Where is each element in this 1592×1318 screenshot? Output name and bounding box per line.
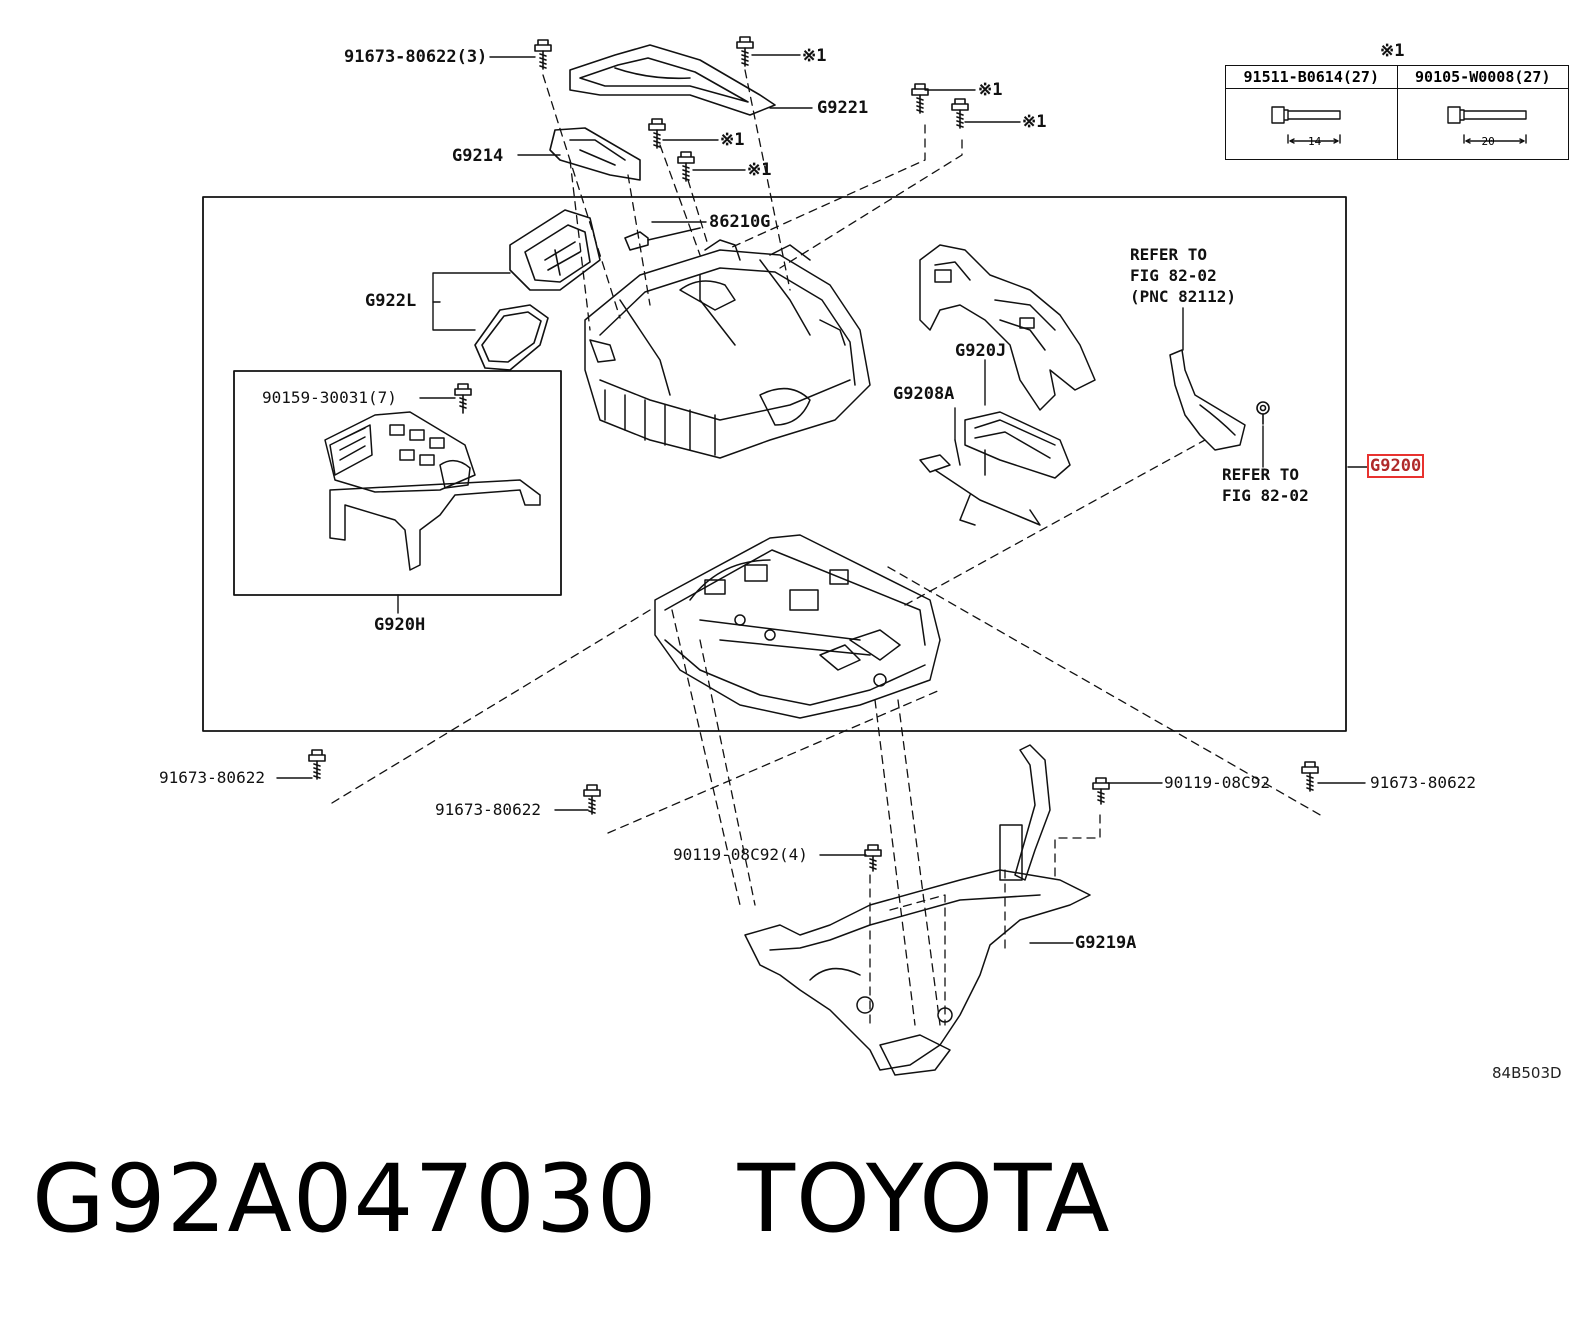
caption-part-number: G92A047030 <box>32 1145 658 1254</box>
legend-pic-2: 20 <box>1396 88 1569 160</box>
part-g9221-cover <box>569 44 776 116</box>
drawing-number: 84B503D <box>1492 1064 1562 1082</box>
callout-91673-80622-left: 91673-80622 <box>159 768 265 787</box>
refer-note-top: REFER TO FIG 82-02 (PNC 82112) <box>1130 245 1236 306</box>
part-g922l-cover <box>474 209 601 371</box>
callout-g922l: G922L <box>365 291 417 311</box>
legend-dim-2: 20 <box>1481 135 1495 148</box>
part-g9208a-harness <box>919 411 1071 526</box>
part-current-sensor <box>1169 349 1246 451</box>
part-g9214-bracket <box>549 127 641 181</box>
callout-g9200-highlighted: G9200 <box>1366 454 1425 478</box>
note-mark-1a: ※1 <box>802 46 827 66</box>
callout-g9221: G9221 <box>817 98 869 118</box>
part-86210g-connector <box>624 227 701 251</box>
assembly-box <box>202 196 1347 732</box>
callout-91673-80622-mid: 91673-80622 <box>435 800 541 819</box>
note-mark-1e: ※1 <box>747 160 772 180</box>
legend-pic-1: 14 <box>1225 88 1398 160</box>
callout-g9208a: G9208A <box>893 384 955 404</box>
callout-g920h: G920H <box>374 615 426 635</box>
part-g920j-bracket <box>919 244 1096 411</box>
callout-g920j: G920J <box>955 341 1007 361</box>
legend-part-1: 91511-B0614(27) <box>1225 65 1398 89</box>
callout-g9219a: G9219A <box>1075 933 1137 953</box>
callout-90119-08c92: 90119-08C92 <box>1164 773 1270 792</box>
part-inverter-housing <box>584 239 871 459</box>
callout-91673-80622-right: 91673-80622 <box>1370 773 1476 792</box>
refer-note-bottom: REFER TO FIG 82-02 <box>1222 465 1309 505</box>
callout-g9214: G9214 <box>452 146 504 166</box>
assembly-dashed-lines <box>331 69 1323 1026</box>
caption-brand: TOYOTA <box>737 1145 1111 1254</box>
legend-table: 91511-B0614(27) 90105-W0008(27) 14 20 <box>1225 65 1569 160</box>
part-g9219a-bracket <box>744 744 1091 1076</box>
note-mark-1b: ※1 <box>978 80 1003 100</box>
legend-dim-1: 14 <box>1308 135 1322 148</box>
leader-lines <box>276 54 1369 944</box>
legend-part-2: 90105-W0008(27) <box>1396 65 1569 89</box>
callout-86210g: 86210G <box>709 212 771 232</box>
note-mark-1d: ※1 <box>720 130 745 150</box>
legend-note-mark: ※1 <box>1380 41 1405 61</box>
fastener-bolts <box>308 36 1319 872</box>
callout-91673-80622-3: 91673-80622(3) <box>344 47 488 67</box>
note-mark-1c: ※1 <box>1022 112 1047 132</box>
part-g920h-board <box>324 411 541 571</box>
callout-90119-08c92-4: 90119-08C92(4) <box>673 845 808 864</box>
part-power-module <box>654 534 941 719</box>
callout-90159-30031-7: 90159-30031(7) <box>262 388 397 407</box>
